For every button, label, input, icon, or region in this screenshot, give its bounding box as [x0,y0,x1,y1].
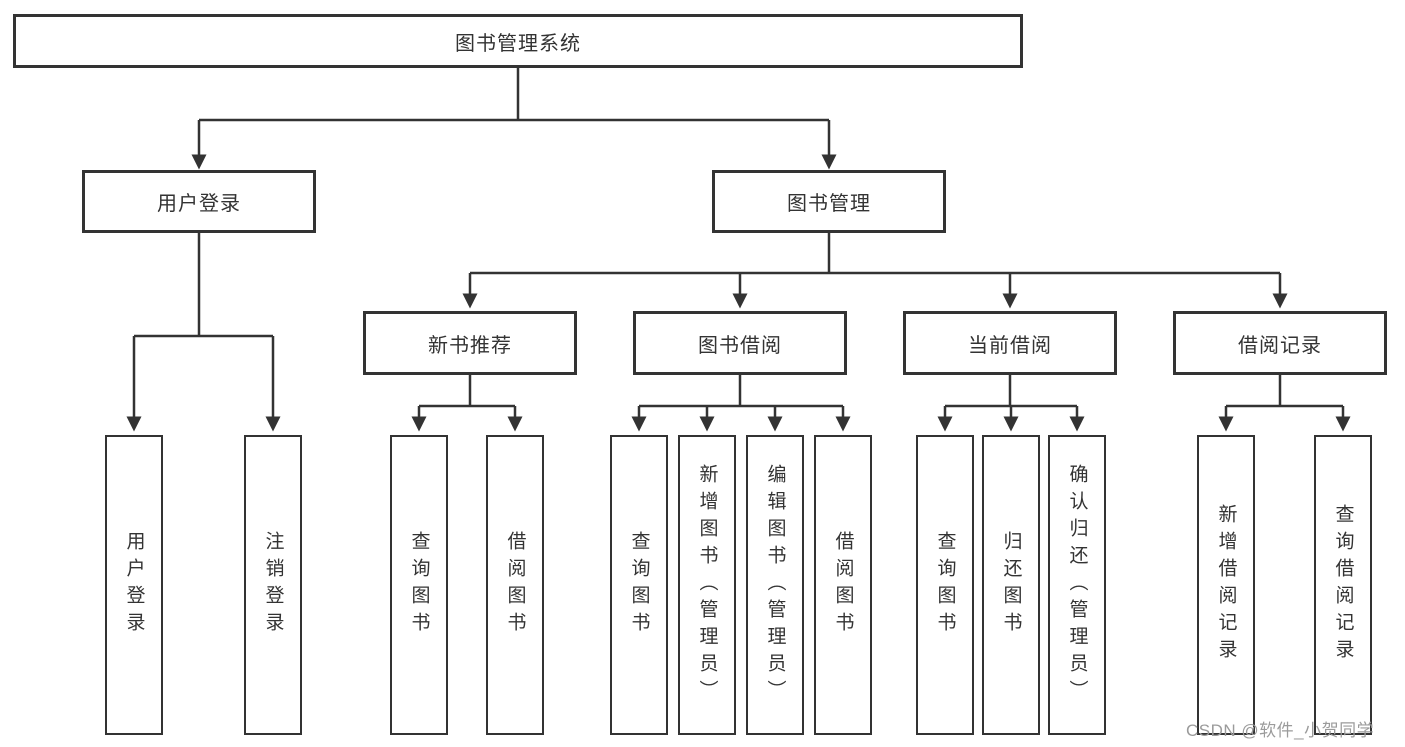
leaf-label: 借阅图书 [832,531,854,639]
node-book-borrowing: 图书借阅 [633,311,847,375]
node-user-login: 用户登录 [82,170,316,233]
leaf-user-login: 用户登录 [105,435,163,735]
leaf-label: 查询图书 [408,531,430,639]
node-current-borrowing: 当前借阅 [903,311,1117,375]
leaf-query-books-borrowing: 查询图书 [610,435,668,735]
node-book-management: 图书管理 [712,170,946,233]
leaf-return-books: 归还图书 [982,435,1040,735]
leaf-logout: 注销登录 [244,435,302,735]
leaf-query-borrow-record: 查询借阅记录 [1314,435,1372,735]
node-new-book-recommend: 新书推荐 [363,311,577,375]
leaf-label: 用户登录 [123,531,145,639]
node-borrowing-records: 借阅记录 [1173,311,1387,375]
leaf-label: 新增图书（管理员） [696,463,718,707]
leaf-add-books-admin: 新增图书（管理员） [678,435,736,735]
leaf-confirm-return-admin: 确认归还（管理员） [1048,435,1106,735]
leaf-label: 查询借阅记录 [1332,504,1354,666]
leaf-label: 注销登录 [262,531,284,639]
leaf-query-books-current: 查询图书 [916,435,974,735]
leaf-query-books-recommend: 查询图书 [390,435,448,735]
leaf-label: 查询图书 [934,531,956,639]
leaf-borrow-books-recommend: 借阅图书 [486,435,544,735]
leaf-edit-books-admin: 编辑图书（管理员） [746,435,804,735]
leaf-label: 借阅图书 [504,531,526,639]
leaf-label: 新增借阅记录 [1215,504,1237,666]
leaf-label: 归还图书 [1000,531,1022,639]
leaf-borrow-books: 借阅图书 [814,435,872,735]
leaf-label: 查询图书 [628,531,650,639]
node-library-management-system: 图书管理系统 [13,14,1023,68]
leaf-label: 编辑图书（管理员） [764,463,786,707]
leaf-add-borrow-record: 新增借阅记录 [1197,435,1255,735]
leaf-label: 确认归还（管理员） [1066,463,1088,707]
csdn-watermark: CSDN @软件_小贺同学 [1186,721,1375,740]
